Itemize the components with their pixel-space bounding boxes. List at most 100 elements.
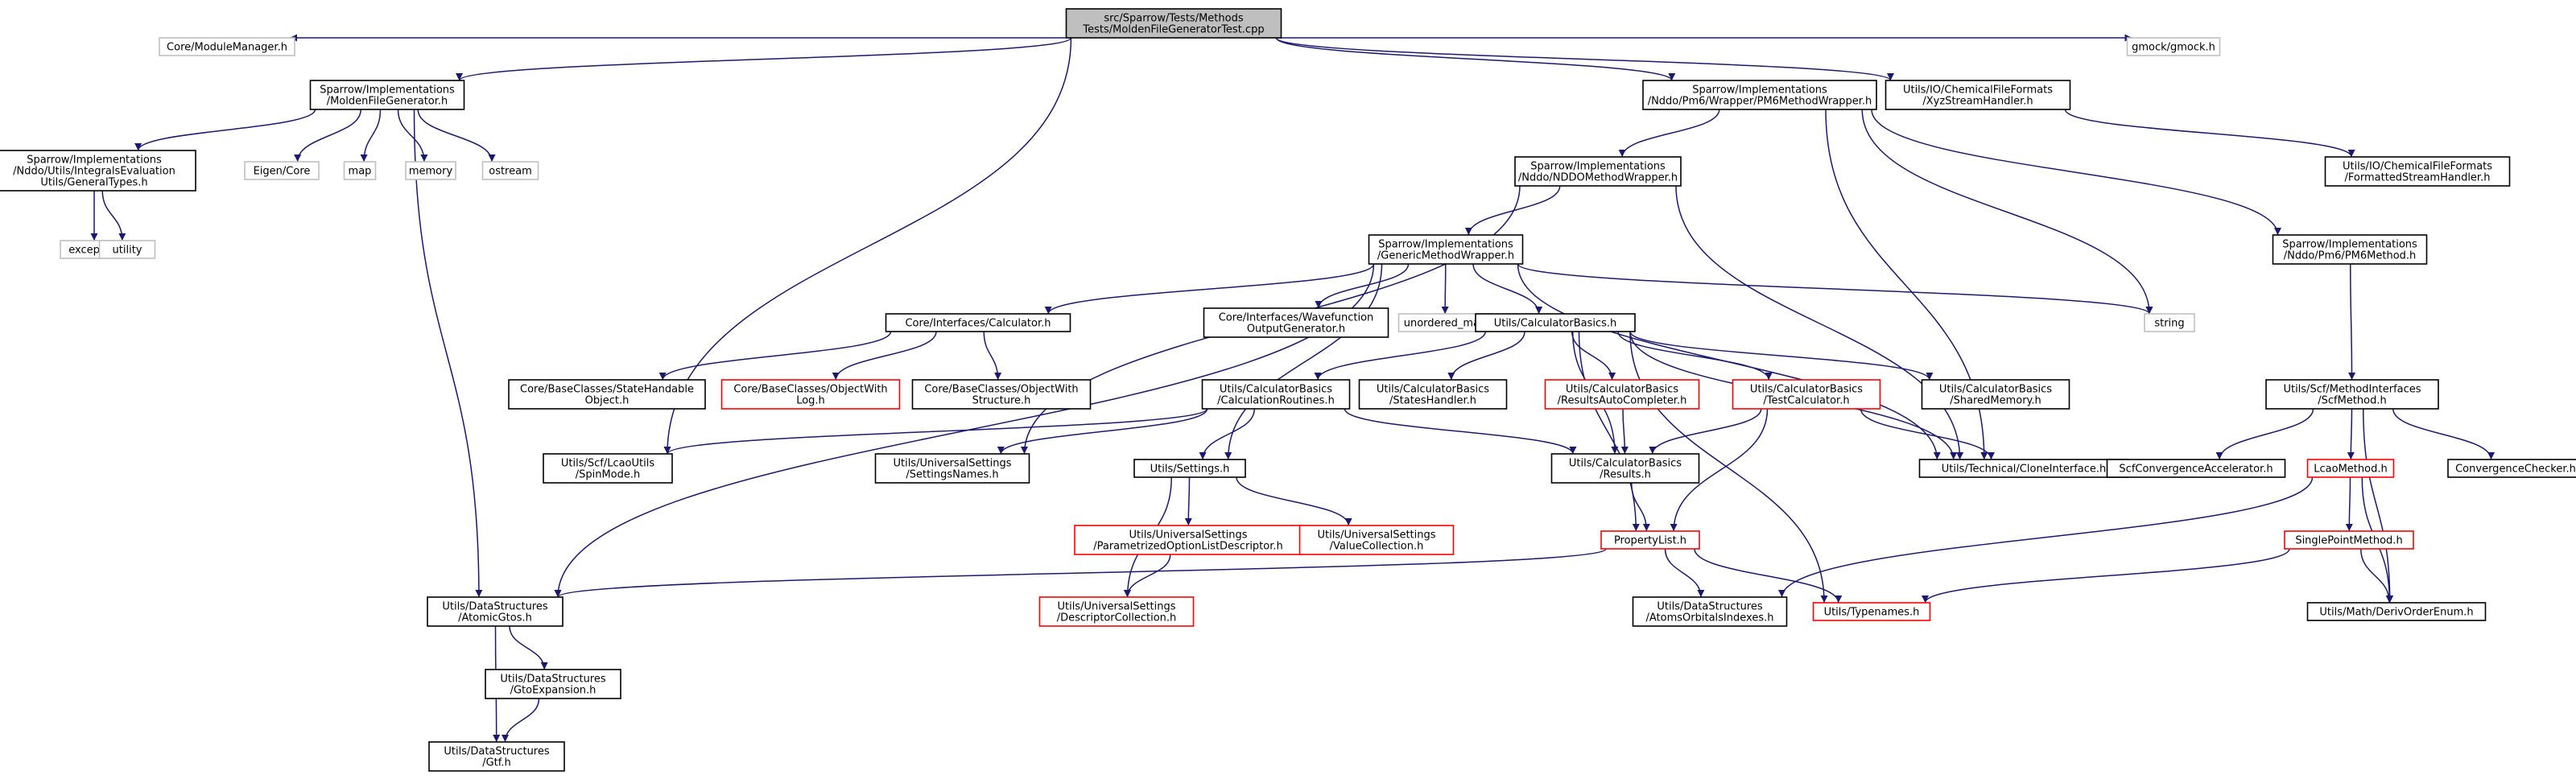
node-label-line: Utils/UniversalSettings bbox=[893, 458, 1011, 470]
edge-path bbox=[413, 109, 483, 598]
node-core-calculator[interactable]: Core/Interfaces/Calculator.h bbox=[885, 313, 1071, 332]
edge-path bbox=[554, 548, 1607, 598]
node-label-line: Structure.h bbox=[972, 395, 1031, 407]
node-label-line: Sparrow/Implementations bbox=[1692, 84, 1827, 97]
edge-atomic-gtos-to-gto-expansion bbox=[509, 625, 548, 670]
node-generic-wrapper[interactable]: Sparrow/Implementations/GenericMethodWra… bbox=[1368, 234, 1524, 265]
node-property-list[interactable]: PropertyList.h bbox=[1600, 530, 1700, 550]
node-label-line: ConvergenceChecker.h bbox=[2455, 464, 2576, 476]
edge-path bbox=[456, 37, 1072, 81]
node-atomic-gtos[interactable]: Utils/DataStructures/AtomicGtos.h bbox=[427, 596, 564, 627]
node-box bbox=[1544, 379, 1700, 410]
node-label-line: Utils/DataStructures bbox=[1657, 601, 1763, 613]
node-box bbox=[427, 596, 564, 627]
node-label-line: Sparrow/Implementations bbox=[27, 155, 162, 167]
node-label-line: /XyzStreamHandler.h bbox=[1922, 96, 2033, 108]
node-results-auto[interactable]: Utils/CalculatorBasics/ResultsAutoComple… bbox=[1544, 379, 1700, 410]
node-spin-mode[interactable]: Utils/Scf/LcaoUtils/SpinMode.h bbox=[543, 453, 673, 484]
node-label-line: /StatesHandler.h bbox=[1389, 395, 1476, 407]
node-atoms-orbitals[interactable]: Utils/DataStructures/AtomsOrbitalsIndexe… bbox=[1632, 596, 1788, 627]
node-gto-expansion[interactable]: Utils/DataStructures/GtoExpansion.h bbox=[485, 669, 621, 699]
edge-calc-routines-to-results bbox=[1344, 408, 1577, 455]
node-results[interactable]: Utils/CalculatorBasics/Results.h bbox=[1550, 453, 1700, 484]
node-lcao-method[interactable]: LcaoMethod.h bbox=[2306, 459, 2395, 478]
node-box bbox=[2272, 234, 2428, 265]
node-settings-names[interactable]: Utils/UniversalSettings/SettingsNames.h bbox=[874, 453, 1030, 484]
node-descriptor-collection[interactable]: Utils/UniversalSettings/DescriptorCollec… bbox=[1038, 596, 1195, 627]
node-gtf[interactable]: Utils/DataStructures/Gtf.h bbox=[428, 741, 565, 772]
node-label-line: Utils/Settings.h bbox=[1150, 464, 1230, 476]
node-xyz-stream[interactable]: Utils/IO/ChemicalFileFormats/XyzStreamHa… bbox=[1885, 80, 2071, 110]
node-scf-method[interactable]: Utils/Scf/MethodInterfaces/ScfMethod.h bbox=[2265, 379, 2439, 410]
edge-path bbox=[1578, 331, 1640, 532]
node-states-handler[interactable]: Utils/CalculatorBasics/StatesHandler.h bbox=[1358, 379, 1508, 410]
node-label-line: /Gtf.h bbox=[482, 757, 511, 769]
node-calc-basics[interactable]: Utils/CalculatorBasics.h bbox=[1475, 313, 1636, 332]
node-label-line: /ParametrizedOptionListDescriptor.h bbox=[1093, 541, 1283, 553]
node-scf-conv-acc[interactable]: ScfConvergenceAccelerator.h bbox=[2106, 459, 2286, 478]
node-box bbox=[1600, 530, 1700, 550]
edge-settings-to-value-collection bbox=[1236, 476, 1352, 526]
node-typenames[interactable]: Utils/Typenames.h bbox=[1812, 602, 1931, 621]
edge-root-to-pm6-wrapper bbox=[1275, 37, 1676, 81]
node-box bbox=[1203, 307, 1389, 338]
node-convergence-checker[interactable]: ConvergenceChecker.h bbox=[2447, 459, 2576, 478]
edge-generic-wrapper-to-wavefunction bbox=[1315, 263, 1410, 309]
edge-path bbox=[2363, 408, 2394, 604]
node-pm6-wrapper[interactable]: Sparrow/Implementations/Nddo/Pm6/Wrapper… bbox=[1642, 80, 1877, 110]
edge-integrals-types-to-utility bbox=[101, 190, 126, 241]
node-label-line: /AtomicGtos.h bbox=[458, 612, 532, 624]
node-nddo-wrapper[interactable]: Sparrow/Implementations/Nddo/NDDOMethodW… bbox=[1514, 156, 1682, 187]
node-integrals-types[interactable]: Sparrow/Implementations/Nddo/Utils/Integ… bbox=[0, 150, 196, 192]
edge-path bbox=[1664, 548, 1705, 598]
edge-path bbox=[1344, 408, 1577, 455]
node-root[interactable]: src/Sparrow/Tests/MethodsTests/MoldenFil… bbox=[1065, 8, 1282, 39]
edge-scf-method-to-scf-conv-acc bbox=[2215, 408, 2314, 460]
node-box bbox=[1732, 379, 1881, 410]
node-shared-memory[interactable]: Utils/CalculatorBasics/SharedMemory.h bbox=[1921, 379, 2070, 410]
edge-path bbox=[2215, 408, 2314, 460]
node-clone-interface[interactable]: Utils/Technical/CloneInterface.h bbox=[1918, 459, 2129, 478]
node-param-option[interactable]: Utils/UniversalSettings/ParametrizedOpti… bbox=[1074, 525, 1302, 555]
node-label-line: /AtomsOrbitalsIndexes.h bbox=[1646, 612, 1774, 624]
edge-param-option-to-descriptor-collection bbox=[1123, 554, 1171, 598]
edge-path bbox=[360, 109, 382, 163]
node-label-line: src/Sparrow/Tests/Methods bbox=[1104, 13, 1243, 25]
node-label-line: PropertyList.h bbox=[1614, 535, 1686, 547]
node-molden-gen[interactable]: Sparrow/Implementations/MoldenFileGenera… bbox=[309, 80, 465, 110]
node-label-line: /GenericMethodWrapper.h bbox=[1377, 250, 1514, 262]
edge-nddo-wrapper-to-clone-interface bbox=[1675, 185, 1964, 460]
node-wavefunction[interactable]: Core/Interfaces/WavefunctionOutputGenera… bbox=[1203, 307, 1389, 338]
edge-calc-basics-to-shared-memory bbox=[1629, 331, 1934, 381]
node-label-line: Log.h bbox=[796, 395, 825, 407]
node-label-line: Sparrow/Implementations bbox=[1530, 161, 1666, 173]
node-label-line: Core/Interfaces/Calculator.h bbox=[905, 318, 1051, 330]
node-formatted-stream[interactable]: Utils/IO/ChemicalFileFormats/FormattedSt… bbox=[2324, 156, 2511, 187]
node-test-calculator[interactable]: Utils/CalculatorBasics/TestCalculator.h bbox=[1732, 379, 1881, 410]
node-deriv-order[interactable]: Utils/Math/DerivOrderEnum.h bbox=[2306, 602, 2487, 621]
edge-path bbox=[2345, 476, 2353, 532]
edge-path bbox=[2392, 408, 2496, 460]
edge-path bbox=[1649, 408, 1762, 455]
node-pm6-method[interactable]: Sparrow/Implementations/Nddo/Pm6/PM6Meth… bbox=[2272, 234, 2428, 265]
node-label-line: /ScfMethod.h bbox=[2318, 395, 2386, 407]
node-calc-routines[interactable]: Utils/CalculatorBasics/CalculationRoutin… bbox=[1201, 379, 1351, 410]
node-value-collection[interactable]: Utils/UniversalSettings/ValueCollection.… bbox=[1298, 525, 1455, 555]
node-label-line: Utils/Math/DerivOrderEnum.h bbox=[2319, 607, 2473, 619]
edge-generic-wrapper-to-settings bbox=[1224, 263, 1383, 460]
edge-path bbox=[1123, 554, 1171, 598]
edge-path bbox=[832, 331, 937, 381]
node-label-line: Utils/IO/ChemicalFileFormats bbox=[2343, 161, 2492, 173]
edge-path bbox=[1199, 408, 1255, 460]
edge-generic-wrapper-to-core-calculator bbox=[1044, 263, 1375, 315]
node-settings[interactable]: Utils/Settings.h bbox=[1133, 459, 1246, 478]
node-string: string bbox=[2144, 313, 2195, 332]
edge-root-to-xyz-stream bbox=[1275, 37, 1894, 81]
node-label-line: Core/BaseClasses/ObjectWith bbox=[924, 384, 1078, 396]
node-box bbox=[2284, 530, 2414, 550]
node-single-point[interactable]: SinglePointMethod.h bbox=[2284, 530, 2414, 550]
node-label-line: Utils/UniversalSettings bbox=[1129, 530, 1247, 542]
